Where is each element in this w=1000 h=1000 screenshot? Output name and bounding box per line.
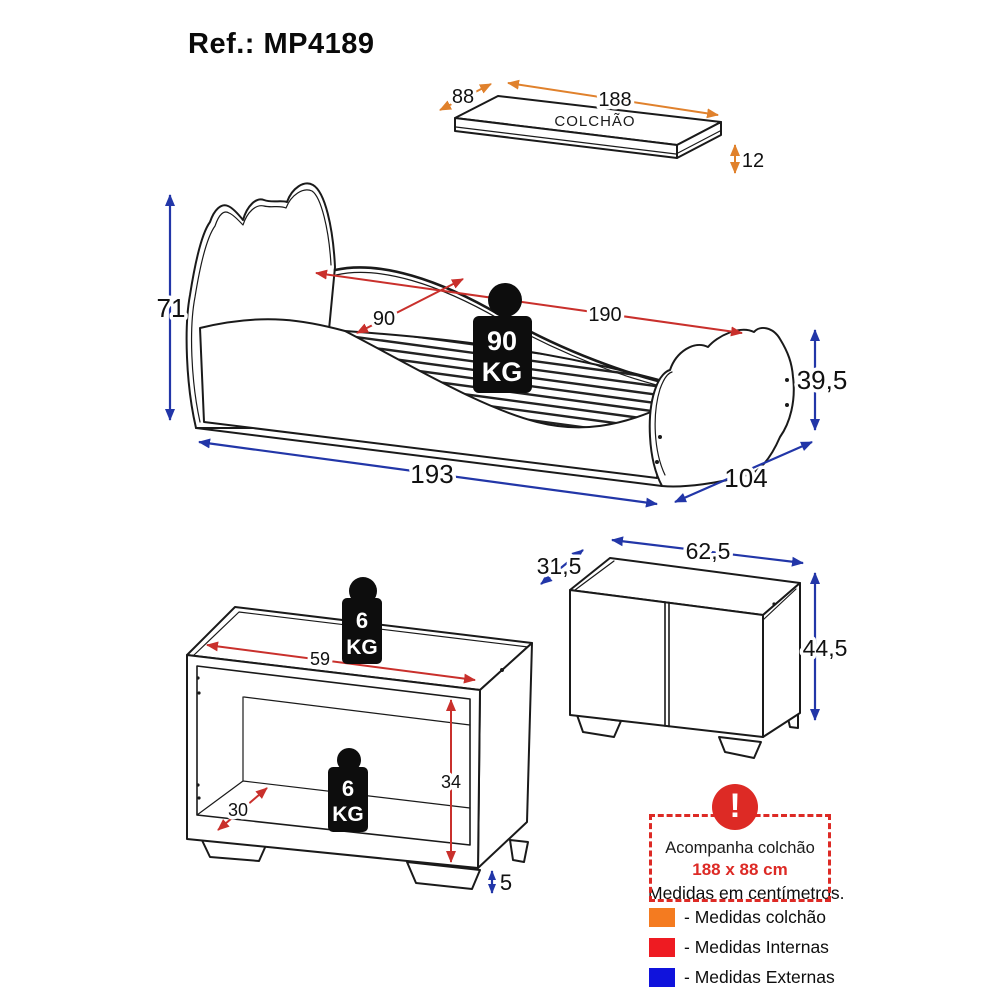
warning-icon: ! xyxy=(712,784,758,830)
page-title: Ref.: MP4189 xyxy=(188,28,375,60)
legend-item-internas: - Medidas Internas xyxy=(649,937,829,957)
cabinet-open-feet-label: 5 xyxy=(500,870,512,895)
bed-max-weight-value: 90 xyxy=(487,326,517,356)
cabinet-closed-foot xyxy=(718,736,762,759)
bed-diagram: 71 193 104 39,5 190 90 90 KG xyxy=(153,182,851,508)
mattress-thickness-label: 12 xyxy=(742,150,764,172)
notice-mattress-size: 188 x 88 cm xyxy=(692,860,788,879)
cabinet-shelf-weight-unit: KG xyxy=(346,636,378,659)
mattress-diagram: COLCHÃO 88 188 12 xyxy=(439,79,768,176)
cabinet-closed-depth-label: 31,5 xyxy=(537,553,582,579)
cabinet-shelf-weight-value: 6 xyxy=(356,608,368,633)
cabinet-open-diagram: 59 34 30 5 6 KG 6 KG xyxy=(186,577,533,899)
cabinet-closed-depth-arrow xyxy=(540,549,584,585)
mattress-depth-label: 88 xyxy=(452,86,474,108)
mattress-width-arrow xyxy=(507,79,719,119)
legend-label: - Medidas Externas xyxy=(684,966,835,987)
bed-width-arrow xyxy=(674,440,813,504)
legend-swatch-orange xyxy=(649,907,675,927)
bed-width-label: 104 xyxy=(724,463,767,493)
cabinet-closed-doors xyxy=(569,589,764,738)
cabinet-open-foot xyxy=(509,839,529,863)
cabinet-open-depth-arrow xyxy=(217,787,268,831)
cabinet-closed-height-label: 44,5 xyxy=(803,635,848,661)
cabinet-open-width-arrow xyxy=(206,641,476,684)
cabinet-open-foot xyxy=(406,861,481,890)
bed-max-weight-unit: KG xyxy=(482,357,523,387)
cabinet-shelf-weight-value: 6 xyxy=(342,776,354,801)
cabinet-shelf-weight-badge: 6 KG xyxy=(328,748,368,832)
bed-internal-width-arrow xyxy=(356,278,464,334)
cabinet-open-width-label: 59 xyxy=(310,649,330,669)
bed-footboard-height-label: 39,5 xyxy=(797,365,848,395)
legend-item-externas: - Medidas Externas xyxy=(649,967,835,987)
bed-max-weight-badge: 90 KG xyxy=(473,283,532,393)
legend-swatch-red xyxy=(649,937,675,957)
bed-front-rail xyxy=(199,318,668,479)
bed-length-label: 193 xyxy=(410,459,453,489)
cabinet-open-front xyxy=(186,654,481,869)
legend-label: - Medidas colchão xyxy=(684,906,827,927)
cabinet-shelf-weight-badge: 6 KG xyxy=(342,577,382,664)
bed-footboard xyxy=(648,326,795,488)
mattress-depth-arrow xyxy=(439,83,492,111)
cabinet-closed-diagram: 31,5 62,5 44,5 xyxy=(533,535,851,759)
legend-swatch-blue xyxy=(649,967,675,987)
mattress-label: COLCHÃO xyxy=(554,113,635,130)
bed-internal-length-label: 190 xyxy=(588,304,621,326)
bed-length-arrow xyxy=(198,438,658,508)
legend-heading: Medidas em centímetros. xyxy=(648,883,845,903)
cabinet-open-height-label: 34 xyxy=(441,772,461,792)
legend-label: - Medidas Internas xyxy=(684,936,829,957)
cabinet-closed-door-gap xyxy=(664,601,670,728)
bed-internal-width-label: 90 xyxy=(373,308,395,330)
notice-text: Acompanha colchão xyxy=(665,839,815,857)
cabinet-open-opening xyxy=(196,665,471,846)
legend-item-colchao: - Medidas colchão xyxy=(649,907,826,927)
cabinet-open-depth-label: 30 xyxy=(228,800,248,820)
bed-height-label: 71 xyxy=(157,293,186,323)
cabinet-shelf-weight-unit: KG xyxy=(332,803,364,826)
cabinet-closed-width-label: 62,5 xyxy=(686,538,731,564)
mattress-width-label: 188 xyxy=(598,89,631,111)
cabinet-closed-width-arrow xyxy=(611,536,804,567)
